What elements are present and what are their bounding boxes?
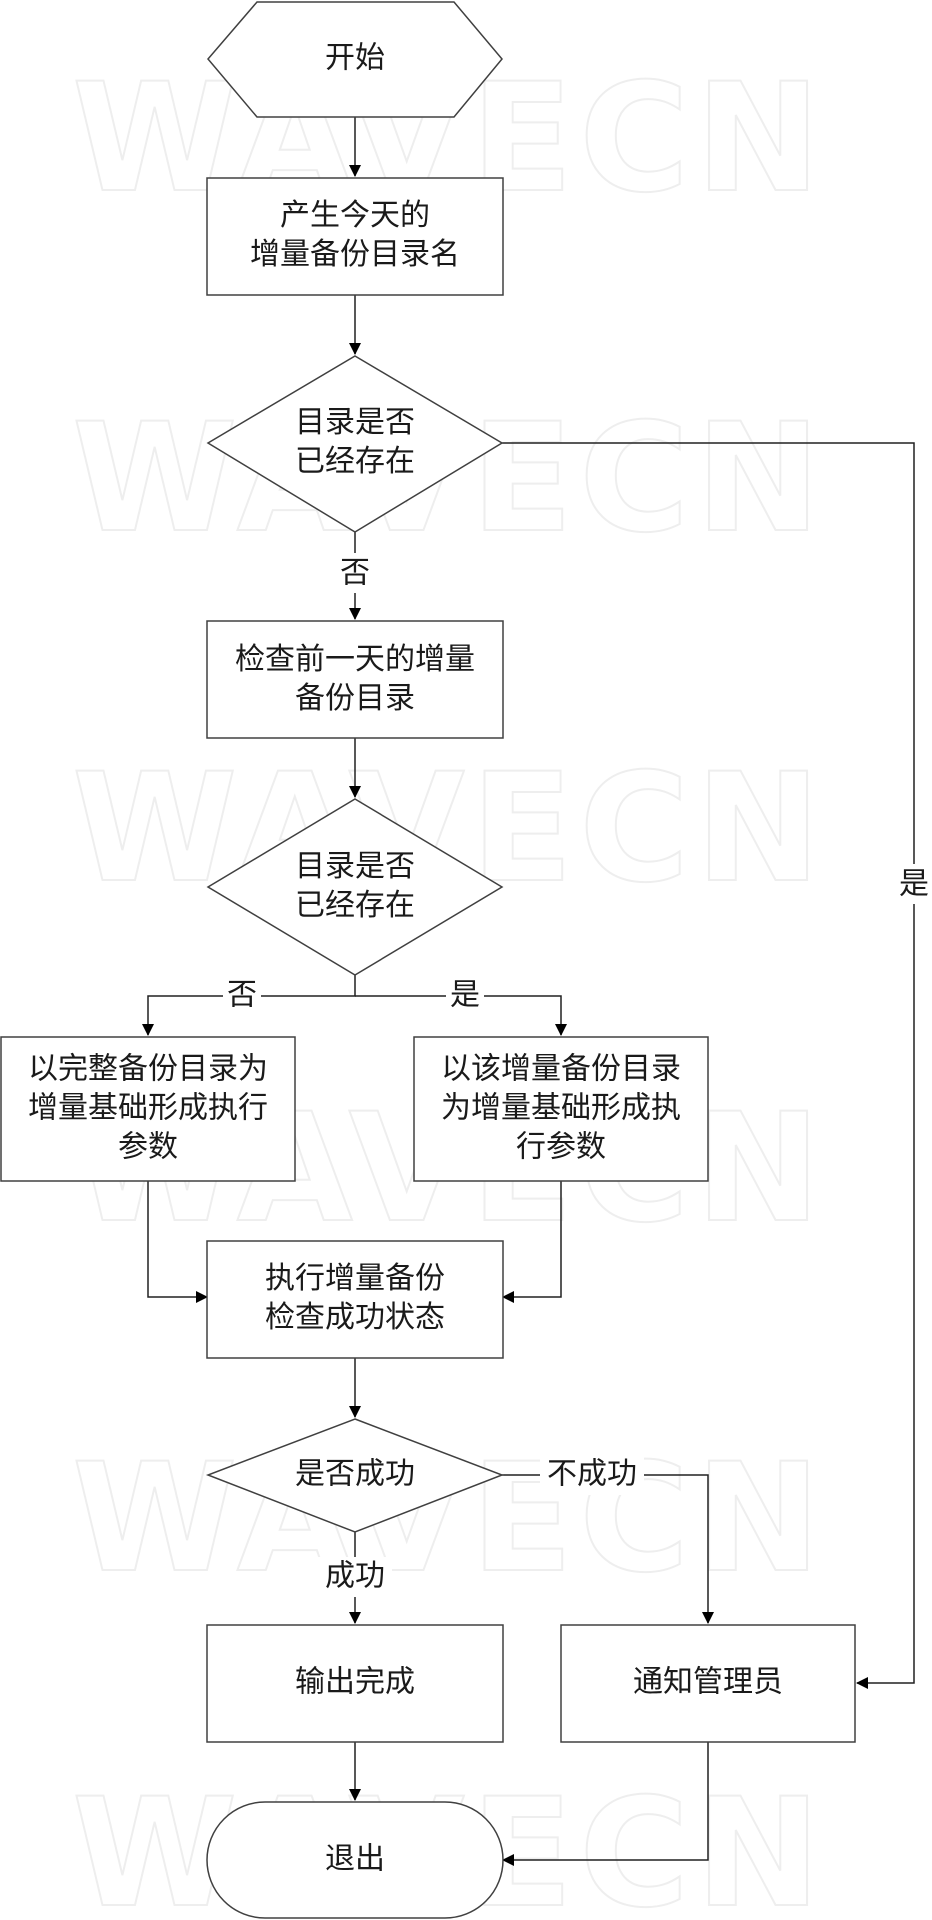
node-text-line: 增量备份目录名 xyxy=(250,237,460,272)
node-text-line: 已经存在 xyxy=(295,888,415,923)
edge-labels: 否 是 否 是 不成功 成功 xyxy=(223,553,932,1597)
node-text-line: 检查前一天的增量 xyxy=(235,642,475,677)
node-text-line: 执行增量备份 xyxy=(265,1261,445,1296)
dir-exists-2-diamond xyxy=(206,798,504,976)
edge-incr-to-exec xyxy=(502,1181,562,1303)
node-text-line: 产生今天的 xyxy=(280,198,430,233)
edge-q1-yes xyxy=(502,442,915,1689)
connectors xyxy=(142,117,915,1866)
node-text-line: 以完整备份目录为 xyxy=(28,1052,268,1087)
dir-exists-2-label: 目录是否已经存在 xyxy=(295,849,415,923)
node-text-line: 目录是否 xyxy=(295,849,415,884)
label-q2-yes: 是 xyxy=(450,978,480,1013)
label-q3-success: 成功 xyxy=(325,1559,385,1594)
start-label: 开始 xyxy=(325,41,385,76)
node-text-line: 备份目录 xyxy=(295,681,415,716)
node-text-line: 目录是否 xyxy=(295,405,415,440)
node-text-line: 增量基础形成执行 xyxy=(28,1091,268,1126)
exit-label: 退出 xyxy=(325,1842,385,1877)
check-prev-box xyxy=(206,620,504,739)
edge-notify-to-exit xyxy=(502,1742,709,1866)
check-prev-label: 检查前一天的增量备份目录 xyxy=(235,642,475,716)
output-done-label: 输出完成 xyxy=(295,1665,415,1700)
output-done-box xyxy=(206,1624,504,1743)
notify-admin-box xyxy=(560,1624,856,1743)
label-q1-no: 否 xyxy=(340,556,370,591)
label-q2-no: 否 xyxy=(227,978,257,1013)
gen-dir-name-label: 产生今天的增量备份目录名 xyxy=(250,198,460,272)
edge-full-to-exec xyxy=(147,1181,208,1303)
start-node xyxy=(207,1,503,118)
node-text-line: 开始 xyxy=(325,41,385,76)
incr-base-box xyxy=(413,1036,709,1182)
node-text-line: 是否成功 xyxy=(295,1457,415,1492)
label-q1-yes: 是 xyxy=(899,867,929,902)
notify-admin-label: 通知管理员 xyxy=(633,1665,783,1700)
success-q-label: 是否成功 xyxy=(295,1457,415,1492)
dir-exists-1-label: 目录是否已经存在 xyxy=(295,405,415,479)
node-text-line: 为增量基础形成执 xyxy=(441,1091,681,1126)
success-q-diamond xyxy=(205,1418,505,1533)
incr-base-label: 以该增量备份目录为增量基础形成执行参数 xyxy=(441,1052,681,1165)
node-text-line: 参数 xyxy=(118,1130,178,1165)
nodes: 开始 产生今天的增量备份目录名 目录是否已经存在 检查前一天的增量备份目录 目录… xyxy=(0,1,856,1919)
label-q3-fail: 不成功 xyxy=(547,1457,637,1492)
node-text-line: 行参数 xyxy=(516,1130,606,1165)
node-text-line: 输出完成 xyxy=(295,1665,415,1700)
exit-terminator xyxy=(206,1801,504,1919)
node-text-line: 通知管理员 xyxy=(633,1665,783,1700)
edge-q2-yes xyxy=(355,995,567,1036)
node-text-line: 已经存在 xyxy=(295,444,415,479)
node-text-line: 检查成功状态 xyxy=(265,1300,445,1335)
dir-exists-1-diamond xyxy=(206,355,504,533)
full-base-box xyxy=(0,1036,296,1182)
exec-check-label: 执行增量备份检查成功状态 xyxy=(265,1261,445,1335)
full-base-label: 以完整备份目录为增量基础形成执行参数 xyxy=(28,1052,268,1165)
node-text-line: 以该增量备份目录 xyxy=(441,1052,681,1087)
node-text-line: 退出 xyxy=(325,1842,385,1877)
exec-check-box xyxy=(206,1240,504,1359)
gen-dir-name-box xyxy=(206,177,504,296)
